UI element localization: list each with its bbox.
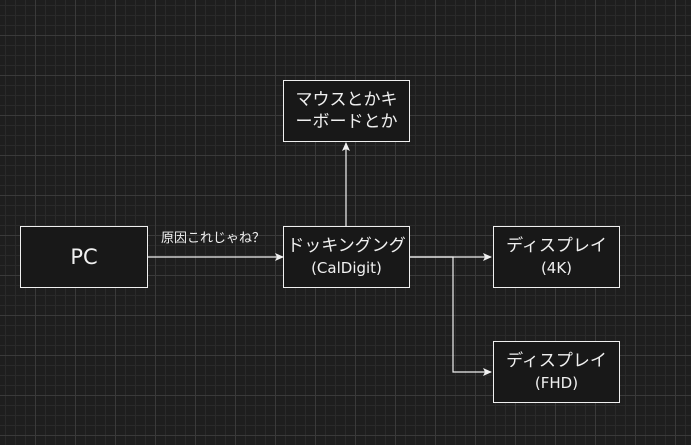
node-display-fhd-subtitle: (FHD) [534, 374, 579, 392]
node-pc-label: PC [70, 245, 98, 269]
node-display-fhd-title: ディスプレイ [506, 351, 607, 371]
node-docking-station-subtitle: (CalDigit) [311, 259, 382, 277]
node-docking-station[interactable]: ドッキングング (CalDigit) [283, 226, 410, 288]
node-peripherals[interactable]: マウスとかキ ーボードとか [283, 80, 410, 142]
node-display-4k[interactable]: ディスプレイ (4K) [493, 226, 620, 288]
node-peripherals-line2: ーボードとか [295, 112, 398, 132]
node-docking-station-title: ドッキングング [287, 236, 406, 256]
node-display-fhd[interactable]: ディスプレイ (FHD) [493, 341, 620, 403]
edge-label-pc-to-dock[interactable]: 原因これじゃね？ [161, 231, 266, 246]
node-pc[interactable]: PC [20, 226, 148, 288]
node-display-4k-title: ディスプレイ [506, 236, 607, 256]
edge-dock-to-display-fhd[interactable] [409, 256, 492, 376]
node-peripherals-line1: マウスとかキ [295, 90, 398, 110]
node-display-4k-subtitle: (4K) [540, 259, 573, 277]
